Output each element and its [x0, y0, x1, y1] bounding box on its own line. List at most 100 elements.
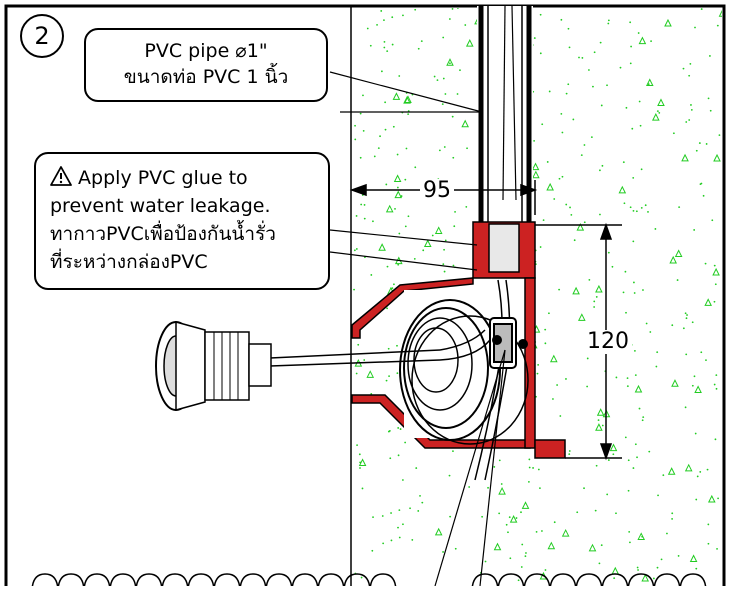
concrete-speck — [421, 501, 424, 504]
concrete-speck — [524, 555, 527, 558]
tile-scallop — [317, 573, 345, 590]
concrete-speck — [383, 19, 385, 22]
concrete-speck — [635, 210, 638, 213]
tile-scallop — [213, 573, 241, 590]
concrete-speck — [650, 40, 652, 42]
concrete-speck — [409, 507, 411, 510]
concrete-speck — [453, 225, 456, 228]
concrete-speck — [520, 511, 522, 514]
concrete-speck — [700, 8, 703, 10]
concrete-speck — [539, 487, 541, 490]
concrete-speck — [638, 100, 641, 103]
concrete-speck — [381, 515, 384, 517]
concrete-speck — [548, 90, 551, 93]
concrete-speck — [407, 215, 410, 218]
concrete-speck — [714, 438, 717, 441]
concrete-speck — [398, 536, 401, 539]
concrete-speck — [355, 248, 358, 250]
concrete-speck — [386, 50, 389, 53]
concrete-speck — [570, 213, 573, 216]
concrete-speck — [464, 24, 467, 26]
concrete-speck — [360, 203, 363, 206]
concrete-speck — [641, 573, 650, 582]
concrete-speck — [639, 124, 642, 127]
concrete-speck — [380, 10, 383, 12]
concrete-speck — [442, 551, 444, 553]
concrete-speck — [353, 249, 356, 252]
tile-scallop — [549, 573, 577, 590]
concrete-speck — [705, 143, 708, 145]
concrete-speck — [630, 45, 633, 48]
concrete-speck — [537, 468, 540, 471]
concrete-speck — [366, 370, 375, 378]
concrete-speck — [487, 486, 489, 489]
concrete-speck — [449, 515, 452, 518]
concrete-speck — [666, 532, 668, 535]
concrete-speck — [634, 443, 637, 446]
concrete-speck — [404, 95, 412, 103]
concrete-speck — [637, 32, 640, 34]
concrete-speck — [449, 62, 451, 65]
concrete-speck — [694, 432, 697, 435]
concrete-speck — [709, 109, 712, 112]
concrete-speck — [568, 450, 571, 452]
concrete-speck — [595, 284, 603, 293]
concrete-speck — [648, 450, 651, 453]
concrete-speck — [363, 217, 366, 220]
concrete-speck — [500, 483, 503, 485]
concrete-speck — [454, 210, 456, 213]
concrete-speck — [560, 18, 563, 21]
concrete-speck — [372, 516, 374, 519]
step-number: 2 — [34, 22, 50, 50]
concrete-speck — [660, 558, 663, 561]
concrete-speck — [539, 246, 542, 248]
concrete-speck — [528, 466, 531, 469]
concrete-speck — [695, 498, 698, 501]
concrete-speck — [625, 106, 628, 109]
concrete-speck — [632, 240, 635, 243]
concrete-speck — [682, 67, 685, 70]
tile-scallop — [57, 573, 85, 590]
concrete-speck — [578, 313, 586, 321]
concrete-speck — [527, 480, 530, 483]
concrete-speck — [718, 134, 721, 137]
concrete-speck — [404, 178, 407, 181]
concrete-speck — [718, 10, 722, 17]
concrete-speck — [361, 487, 364, 490]
concrete-speck — [542, 219, 545, 221]
concrete-speck — [606, 84, 608, 87]
concrete-speck — [684, 463, 693, 472]
tile-scallop — [575, 573, 603, 590]
concrete-speck — [383, 46, 386, 49]
concrete-speck — [644, 204, 647, 207]
concrete-speck — [541, 123, 544, 126]
leader-lines — [329, 71, 506, 587]
concrete-speck — [572, 118, 575, 121]
concrete-speck — [565, 203, 568, 206]
concrete-speck — [607, 22, 610, 25]
concrete-speck — [607, 459, 610, 461]
concrete-speck — [387, 347, 390, 350]
glue-callout-line1: Apply PVC glue to — [78, 167, 248, 189]
concrete-speck — [537, 363, 540, 366]
concrete-speck — [716, 24, 719, 27]
concrete-speck — [684, 406, 687, 409]
tile-scallop — [187, 573, 215, 590]
concrete-speck — [431, 234, 434, 237]
tile-scallop — [239, 573, 267, 590]
concrete-speck — [612, 453, 615, 456]
concrete-speck — [560, 112, 563, 115]
concrete-speck — [369, 44, 372, 47]
tile-scallop — [135, 573, 163, 590]
concrete-speck — [423, 239, 432, 247]
concrete-speck — [394, 190, 403, 199]
concrete-speck — [541, 530, 543, 532]
concrete-speck — [638, 36, 647, 45]
concrete-speck — [624, 436, 627, 439]
concrete-speck — [627, 459, 630, 462]
light-fixture — [155, 321, 272, 411]
concrete-speck — [553, 521, 556, 524]
concrete-speck — [593, 306, 596, 308]
glue-callout: Apply PVC glue to prevent water leakage.… — [34, 152, 330, 290]
